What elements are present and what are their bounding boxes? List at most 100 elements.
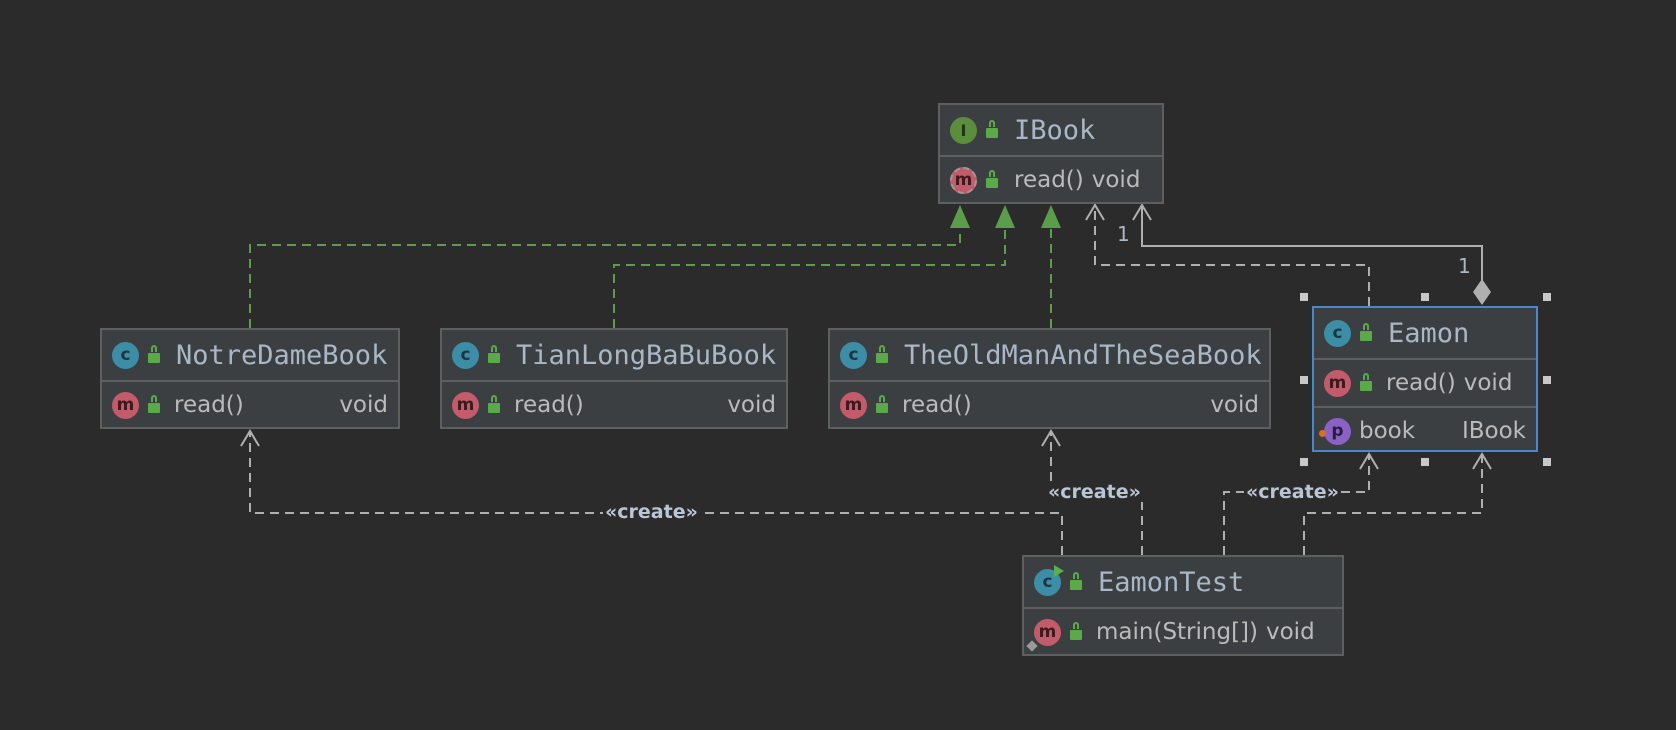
- public-lock-icon: [986, 120, 998, 138]
- resize-handle-bottom-right[interactable]: [1543, 458, 1551, 466]
- public-lock-icon: [148, 345, 160, 363]
- resize-handle-top-left[interactable]: [1300, 293, 1308, 301]
- multiplicity-ibook-end: 1: [1117, 222, 1130, 246]
- node-tianlong-header: c TianLongBaBuBook: [442, 330, 786, 382]
- public-lock-icon: [986, 170, 998, 188]
- composition-diamond: [1473, 279, 1491, 305]
- node-eamon-field-book[interactable]: p book IBook: [1314, 406, 1536, 454]
- node-ibook-title: IBook: [1014, 114, 1096, 146]
- edge-realization-oldman-arrowhead: [1041, 205, 1061, 228]
- public-lock-icon: [148, 395, 160, 413]
- edge-dependency-test-eamon: [1303, 456, 1483, 555]
- node-notre-header: c NotreDameBook: [102, 330, 398, 382]
- class-icon: c: [840, 341, 867, 369]
- node-oldman-title: TheOldManAndTheSeaBook: [904, 339, 1262, 371]
- member-name: read(): [1014, 167, 1084, 193]
- node-eamontest-header: c EamonTest: [1024, 557, 1342, 609]
- node-notredamebook[interactable]: c NotreDameBook m read() void: [100, 328, 400, 429]
- create-label-notre: «create»: [603, 501, 700, 523]
- node-ibook-header: I IBook: [940, 105, 1162, 157]
- run-icon: [1054, 564, 1064, 577]
- static-method-icon: m: [1026, 618, 1061, 652]
- node-ibook-member-read[interactable]: m read() void: [940, 157, 1162, 203]
- public-lock-icon: [1360, 373, 1372, 391]
- class-icon: c: [112, 341, 139, 369]
- resize-handle-top-center[interactable]: [1421, 293, 1429, 301]
- edge-dependency-test-eamon-arrowhead: [1472, 452, 1492, 470]
- public-lock-icon: [1070, 572, 1082, 590]
- resize-handle-middle-left[interactable]: [1300, 376, 1308, 384]
- method-icon-letter: m: [1038, 622, 1057, 642]
- resize-handle-top-right[interactable]: [1543, 293, 1551, 301]
- member-name: read(): [174, 392, 244, 418]
- public-lock-icon: [488, 345, 500, 363]
- node-eamon-header: c Eamon: [1314, 308, 1536, 360]
- member-type: void: [339, 392, 388, 418]
- public-lock-icon: [876, 345, 888, 363]
- public-lock-icon: [488, 395, 500, 413]
- public-lock-icon: [1070, 622, 1082, 640]
- node-tianlong-member-read[interactable]: m read() void: [442, 382, 786, 428]
- member-name: read(): [1386, 370, 1456, 396]
- edge-composition-eamon-ibook: [1141, 207, 1483, 280]
- member-type: void: [1463, 370, 1513, 396]
- node-eamon-title: Eamon: [1388, 317, 1470, 349]
- resize-handle-bottom-left[interactable]: [1300, 458, 1308, 466]
- resize-handle-bottom-center[interactable]: [1421, 458, 1429, 466]
- edge-realization-tianlong-arrowhead: [995, 205, 1015, 228]
- member-name: read(): [514, 392, 584, 418]
- member-type: void: [727, 392, 776, 418]
- node-oldman-header: c TheOldManAndTheSeaBook: [830, 330, 1269, 382]
- node-eamontest-member-main[interactable]: m main(String[]) void: [1024, 609, 1342, 655]
- node-eamon-member-read[interactable]: m read() void: [1314, 360, 1536, 406]
- edge-create-notre-arrowhead: [240, 429, 260, 447]
- node-tianlongbabubook[interactable]: c TianLongBaBuBook m read() void: [440, 328, 788, 429]
- node-eamontest-title: EamonTest: [1098, 566, 1245, 598]
- member-type: void: [1091, 167, 1141, 193]
- class-icon: c: [452, 341, 479, 369]
- edge-create-eamon-arrowhead: [1359, 452, 1379, 470]
- create-label-eamon: «create»: [1244, 481, 1341, 503]
- create-label-oldman: «create»: [1046, 481, 1143, 503]
- class-icon-letter: c: [1042, 572, 1053, 592]
- multiplicity-eamon-end: 1: [1458, 254, 1471, 278]
- property-icon-letter: p: [1331, 421, 1344, 441]
- node-eamon[interactable]: c Eamon m read() void p book IBook: [1312, 306, 1538, 452]
- private-dot-icon: [1319, 429, 1326, 437]
- member-type: void: [1266, 619, 1315, 645]
- interface-icon: I: [950, 116, 977, 144]
- abstract-method-icon: m: [950, 166, 977, 194]
- edge-create-eamon: [1223, 456, 1370, 555]
- method-icon: m: [112, 391, 139, 419]
- node-notre-member-read[interactable]: m read() void: [102, 382, 398, 428]
- property-icon: p: [1319, 417, 1351, 445]
- static-marker-icon: [1026, 639, 1038, 652]
- edge-composition-arrowhead: [1132, 203, 1152, 221]
- member-type: IBook: [1461, 418, 1526, 444]
- method-icon: m: [840, 391, 867, 419]
- method-icon: m: [1324, 369, 1351, 397]
- edge-create-notre: [249, 433, 1063, 555]
- edge-dependency-eamon-ibook: [1094, 207, 1370, 306]
- node-tianlong-title: TianLongBaBuBook: [516, 339, 777, 371]
- member-type: void: [1210, 392, 1259, 418]
- resize-handle-middle-right[interactable]: [1543, 376, 1551, 384]
- class-icon: c: [1324, 319, 1351, 347]
- member-name: read(): [902, 392, 972, 418]
- edge-create-oldman-arrowhead: [1041, 429, 1061, 447]
- node-eamontest[interactable]: c EamonTest m main(String[]) void: [1022, 555, 1344, 656]
- runnable-class-icon: c: [1034, 564, 1064, 596]
- node-ibook[interactable]: I IBook m read() void: [938, 103, 1164, 204]
- public-lock-icon: [1360, 323, 1372, 341]
- edge-dependency-eamon-ibook-arrowhead: [1085, 203, 1105, 221]
- edge-realization-notre: [249, 228, 961, 328]
- public-lock-icon: [876, 395, 888, 413]
- node-oldman-member-read[interactable]: m read() void: [830, 382, 1269, 428]
- method-icon: m: [452, 391, 479, 419]
- node-theoldmanandtheseabook[interactable]: c TheOldManAndTheSeaBook m read() void: [828, 328, 1271, 429]
- member-name: main(String[]): [1096, 619, 1258, 645]
- node-notre-title: NotreDameBook: [176, 339, 388, 371]
- member-name: book: [1359, 418, 1416, 444]
- edge-realization-tianlong: [613, 228, 1006, 328]
